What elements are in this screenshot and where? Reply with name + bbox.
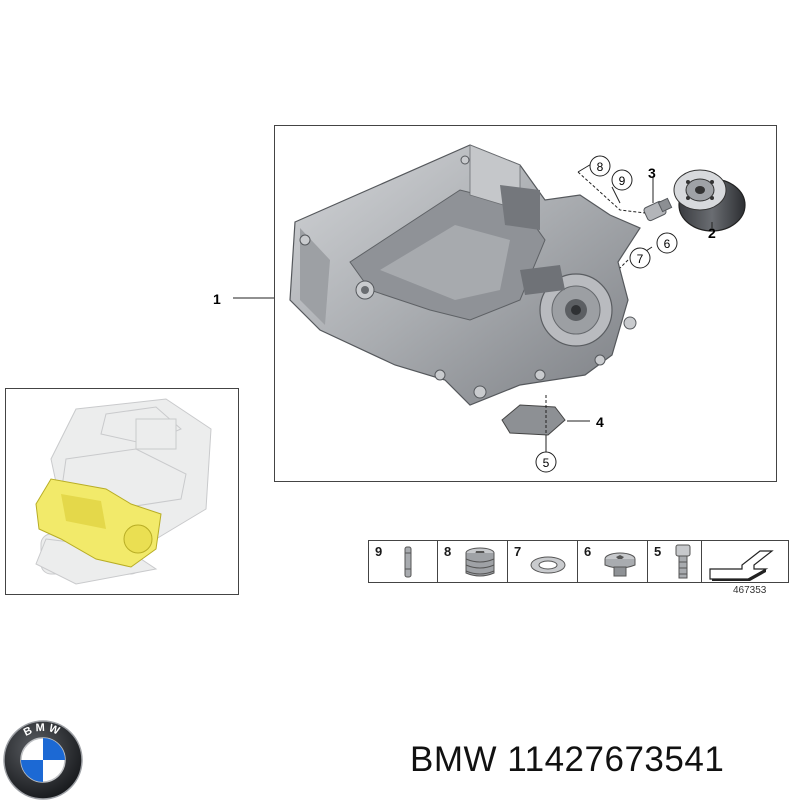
drain-plug-icon <box>604 552 636 577</box>
svg-text:6: 6 <box>664 237 671 251</box>
brand-part-number: BMW 11427673541 <box>410 740 725 779</box>
arrow-icon <box>709 550 774 581</box>
callout-4: 4 <box>596 414 604 430</box>
stud-bolt-icon <box>404 546 412 578</box>
screw-plug-icon <box>465 547 495 577</box>
oil-filter <box>673 169 746 232</box>
oil-pan-highlight <box>35 478 162 568</box>
engine-location-drawing <box>35 398 212 585</box>
callout-circle-9: 9 <box>611 169 633 191</box>
callout-3: 3 <box>648 165 656 181</box>
parts-cell-8: 8 <box>438 541 508 582</box>
engine-location-inset <box>5 388 239 595</box>
parts-cell-5: 5 <box>648 541 702 582</box>
parts-number-6: 6 <box>584 544 592 559</box>
callout-1: 1 <box>213 291 221 307</box>
callout-circle-7: 7 <box>629 247 651 269</box>
bmw-logo-letters: BMW <box>22 722 64 739</box>
callout-circle-5: 5 <box>535 451 557 473</box>
parts-number-8: 8 <box>444 544 452 559</box>
parts-cell-arrow <box>702 541 788 582</box>
parts-number-9: 9 <box>375 544 383 559</box>
svg-text:8: 8 <box>597 160 604 174</box>
hex-bolt-icon <box>675 544 691 579</box>
oil-pressure-plug <box>643 197 673 222</box>
callout-2: 2 <box>708 225 716 241</box>
callout-circle-8: 8 <box>589 155 611 177</box>
callout-circle-6: 6 <box>656 232 678 254</box>
parts-cell-7: 7 <box>508 541 578 582</box>
parts-cell-9: 9 <box>369 541 438 582</box>
bmw-logo-icon: BMW <box>3 720 83 800</box>
parts-cell-6: 6 <box>578 541 648 582</box>
svg-text:9: 9 <box>619 174 626 188</box>
main-diagram: 1 3 2 4 8 9 6 7 5 <box>213 144 746 473</box>
parts-number-7: 7 <box>514 544 522 559</box>
svg-text:5: 5 <box>543 456 550 470</box>
svg-text:7: 7 <box>637 252 644 266</box>
sealing-ring-icon <box>530 556 566 574</box>
oil-pan-housing <box>289 144 641 406</box>
diagram-code: 467353 <box>733 585 767 596</box>
cover-plate <box>501 404 566 436</box>
parts-strip: 9 8 7 6 5 <box>368 540 789 583</box>
parts-number-5: 5 <box>654 544 662 559</box>
leader-lines <box>233 159 713 452</box>
